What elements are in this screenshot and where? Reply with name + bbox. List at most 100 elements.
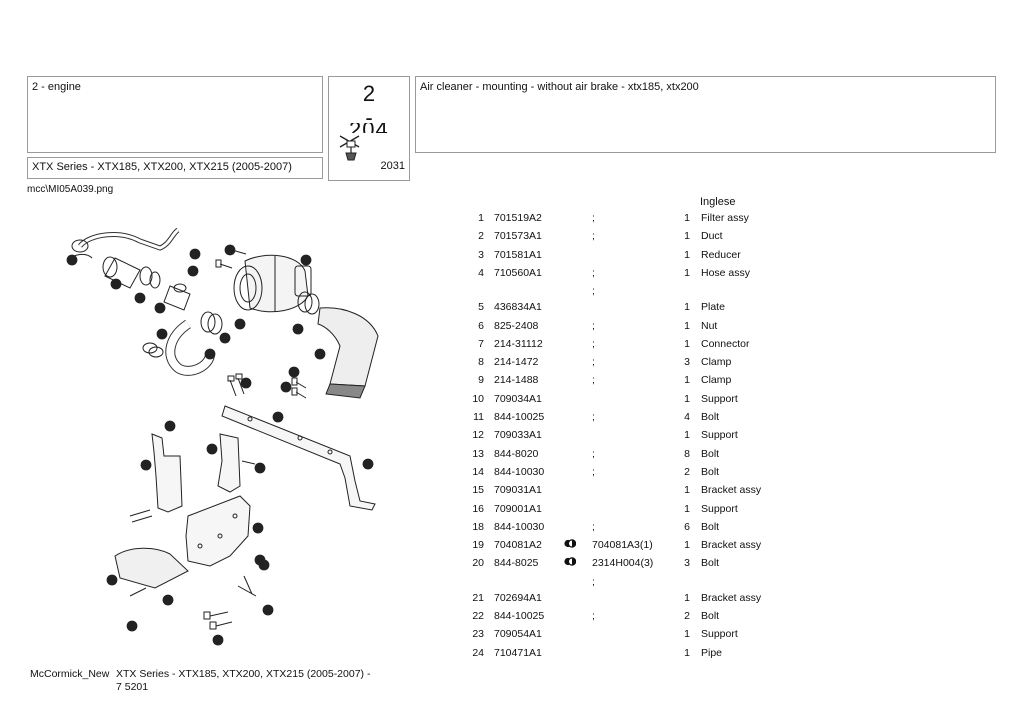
part-number: 214-1488	[494, 374, 539, 387]
section-box: 2 - engine	[27, 76, 323, 153]
part-ref-number: 9	[478, 374, 484, 387]
group-code-clipped: 204	[349, 123, 389, 133]
part-quantity: 1	[684, 337, 690, 350]
part-separator: ;	[592, 337, 595, 350]
part-quantity: 1	[684, 319, 690, 332]
group-code-dash: -	[365, 105, 373, 130]
part-description: Filter assy	[701, 212, 749, 224]
part-ref-number: 4	[478, 266, 484, 279]
part-ref-number: 15	[472, 484, 484, 497]
part-description: Clamp	[701, 374, 732, 387]
part-quantity: 1	[684, 230, 690, 243]
part-number: 709054A1	[494, 628, 542, 641]
alternate-part-number: 2314H004(3)	[592, 557, 654, 570]
part-number: 844-10030	[494, 520, 545, 533]
part-quantity: 8	[684, 447, 690, 460]
part-number: 701581A1	[494, 248, 542, 261]
part-quantity: 6	[684, 520, 690, 533]
exploded-parts-diagram	[60, 216, 380, 659]
part-description: Connector	[701, 337, 750, 350]
part-continuation-row: ;	[460, 576, 800, 590]
part-quantity: 1	[684, 266, 690, 279]
part-quantity: 1	[684, 502, 690, 515]
part-ref-number: 2	[478, 230, 484, 243]
part-description: Bolt	[701, 610, 720, 622]
part-separator: ;	[592, 356, 595, 369]
air-filter-icon	[337, 133, 363, 166]
part-description: Bolt	[701, 465, 720, 478]
part-description: Duct	[701, 230, 723, 243]
part-number: 844-10030	[494, 465, 545, 478]
part-ref-number: 21	[472, 591, 484, 604]
part-description: Support	[701, 628, 738, 641]
series-title: XTX Series - XTX185, XTX200, XTX215 (200…	[32, 161, 292, 173]
part-description: Support	[701, 392, 738, 405]
part-separator: ;	[592, 465, 595, 478]
part-separator: ;	[592, 447, 595, 460]
part-row: 10 709034A1 1 Support	[460, 393, 800, 407]
part-number: 709034A1	[494, 392, 542, 405]
section-title: 2 - engine	[32, 81, 81, 93]
part-ref-number: 18	[472, 520, 484, 533]
part-ref-number: 7	[478, 337, 484, 350]
part-quantity: 3	[684, 557, 690, 570]
page-title-box: Air cleaner - mounting - without air bra…	[415, 76, 996, 153]
part-description: Bolt	[701, 447, 720, 460]
group-code-box: 2 - 204 2031	[328, 76, 410, 181]
footer-text: XTX Series - XTX185, XTX200, XTX215 (200…	[116, 668, 371, 693]
image-filename: mcc\MI05A039.png	[27, 184, 114, 195]
part-ref-number: 13	[472, 447, 484, 460]
part-ref-number: 3	[478, 248, 484, 261]
part-ref-number: 10	[472, 392, 484, 405]
part-separator: ;	[592, 610, 595, 622]
toggle-icon	[564, 557, 577, 569]
part-number: 844-10025	[494, 411, 545, 423]
part-number: 709001A1	[494, 502, 542, 515]
part-description: Bolt	[701, 411, 720, 423]
part-separator: ;	[592, 285, 595, 298]
part-continuation-row: ;	[460, 285, 800, 299]
part-quantity: 1	[684, 591, 690, 604]
part-description: Bolt	[701, 557, 720, 570]
footer-brand: McCormick_New	[30, 668, 110, 680]
part-ref-number: 5	[478, 301, 484, 314]
part-description: Nut	[701, 319, 718, 332]
part-description: Bolt	[701, 520, 720, 533]
part-quantity: 4	[684, 411, 690, 423]
part-number: 701519A2	[494, 212, 542, 224]
part-quantity: 1	[684, 248, 690, 261]
part-description: Pipe	[701, 646, 723, 659]
toggle-icon	[564, 539, 577, 551]
part-description: Support	[701, 429, 738, 442]
part-separator: ;	[592, 575, 595, 588]
part-number: 844-8025	[494, 557, 539, 570]
part-ref-number: 16	[472, 502, 484, 515]
part-description: Bracket assy	[701, 591, 762, 604]
part-separator: ;	[592, 212, 595, 224]
page-title: Air cleaner - mounting - without air bra…	[420, 81, 699, 93]
language-header: Inglese	[700, 196, 736, 208]
part-quantity: 2	[684, 610, 690, 622]
part-number: 214-1472	[494, 356, 539, 369]
part-number: 214-31112	[494, 337, 543, 350]
part-quantity: 1	[684, 646, 690, 659]
part-quantity: 1	[684, 392, 690, 405]
part-description: Clamp	[701, 356, 732, 369]
part-ref-number: 14	[472, 465, 484, 478]
part-ref-number: 22	[472, 610, 484, 622]
part-description: Hose assy	[701, 266, 751, 279]
part-number: 709031A1	[494, 484, 542, 497]
part-separator: ;	[592, 520, 595, 533]
